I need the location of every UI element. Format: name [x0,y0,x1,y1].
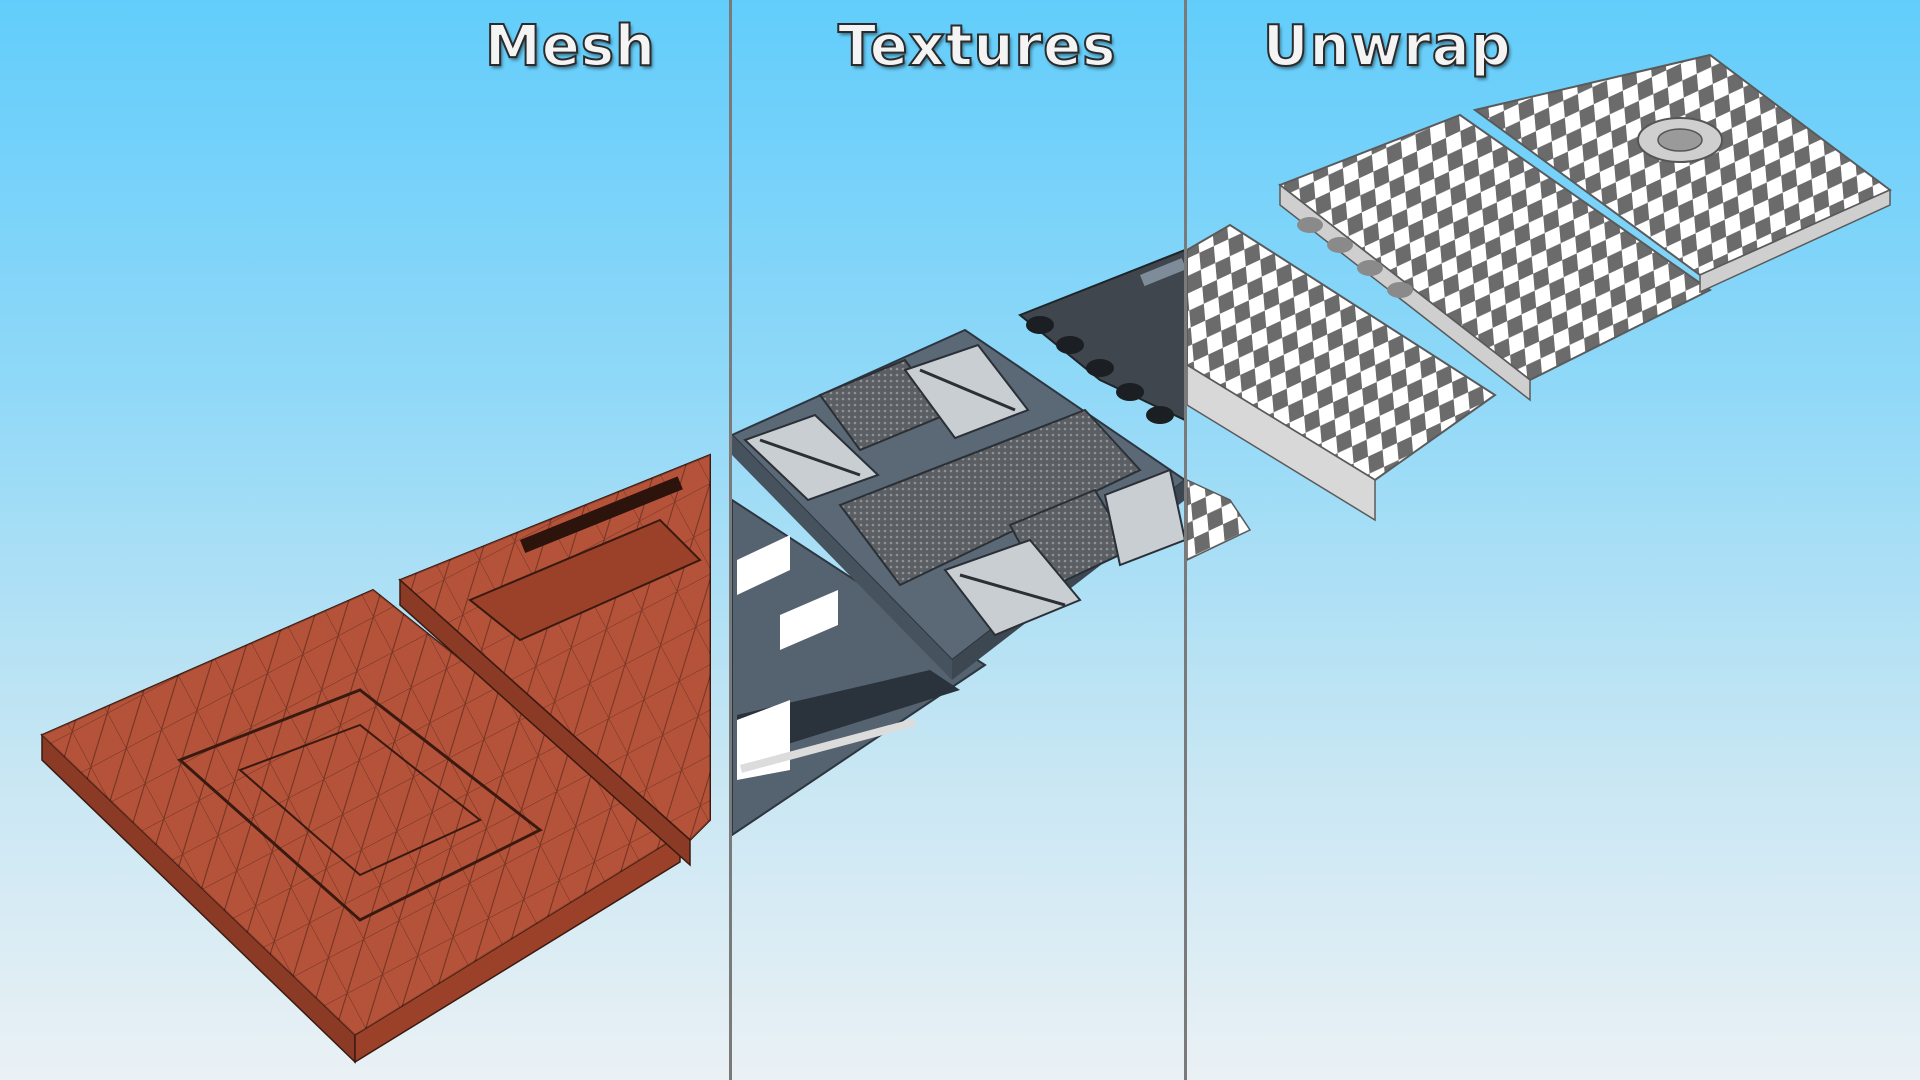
divider-left [729,0,732,1080]
section-label-unwrap: Unwrap [1262,13,1512,80]
unwrap-panel-middle [1277,113,1712,402]
mesh-panel-back [398,453,711,867]
mesh-panel-front [40,588,682,1064]
unwrap-panel-back [1472,53,1892,294]
unwrap-panel-front [1186,223,1497,562]
section-label-mesh: Mesh [484,13,656,80]
divider-right [1184,0,1187,1080]
section-label-textures: Textures [837,13,1117,80]
texture-panel-center [730,328,1187,680]
texture-panel-pipes [1018,248,1187,424]
texture-panel-left [731,498,987,837]
